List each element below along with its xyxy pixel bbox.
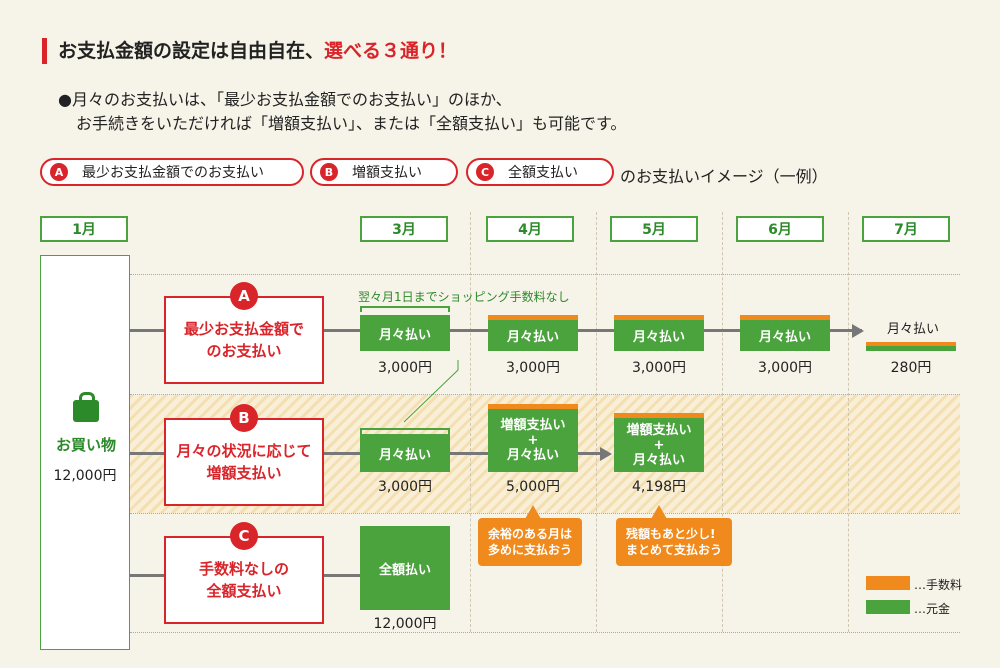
chip-b-badge: B — [320, 163, 338, 181]
title-highlight: 選べる３通り！ — [324, 40, 458, 62]
payment-amount: 5,000円 — [505, 479, 561, 495]
increase-label: 増額支払い — [500, 418, 566, 433]
legend-label-fee: …手数料 — [914, 578, 963, 592]
month-header: 7月 — [862, 216, 950, 242]
column-divider — [596, 212, 597, 632]
payment-amount: 4,198円 — [631, 479, 687, 495]
callout-tail — [525, 505, 541, 519]
payment-amount: 3,000円 — [377, 360, 433, 376]
month-header: 1月 — [40, 216, 128, 242]
option-c-line2: 全額支払い — [206, 582, 282, 600]
callout-bubble: 残額もあと少し! まとめて支払おう — [616, 518, 733, 566]
fee-free-link-line — [403, 360, 459, 423]
payment-amount: 12,000円 — [373, 616, 437, 632]
option-a-badge: A — [230, 282, 258, 310]
chip-c: C 全額支払い — [466, 158, 614, 186]
payment-block: 月々払い — [360, 434, 450, 472]
payment-block-increase: 増額支払い + 月々払い — [488, 404, 578, 472]
monthly-label: 月々払い — [506, 448, 559, 463]
arrow-right-icon — [852, 324, 864, 338]
title-main: お支払金額の設定は自由自在、 — [58, 40, 325, 62]
connector-line — [130, 329, 166, 332]
payment-block: 月々払い — [614, 315, 704, 351]
option-a-line2: のお支払い — [206, 342, 282, 360]
legend-label-principal: …元金 — [914, 602, 951, 616]
month-header: 4月 — [486, 216, 574, 242]
connector-line — [322, 452, 602, 455]
plus-sign: + — [527, 433, 539, 448]
shopping-bag-icon — [73, 392, 99, 422]
payment-block: 月々払い — [360, 315, 450, 351]
payment-block-full: 全額払い — [360, 526, 450, 610]
row-divider — [130, 274, 960, 275]
payment-block-increase: 増額支払い + 月々払い — [614, 413, 704, 472]
callout-tail — [651, 505, 667, 519]
purchase-amount: 12,000円 — [53, 468, 117, 484]
purchase-label: お買い物 — [55, 436, 116, 454]
row-divider — [130, 632, 960, 633]
title-accent-bar — [42, 38, 47, 64]
payment-amount: 3,000円 — [505, 360, 561, 376]
chip-a-badge: A — [50, 163, 68, 181]
month-header: 5月 — [610, 216, 698, 242]
chip-a: A 最少お支払金額でのお支払い — [40, 158, 304, 186]
purchase-box — [40, 255, 130, 650]
intro-line-2: お手続きをいただければ「増額支払い」、または「全額支払い」も可能です。 — [76, 114, 627, 133]
option-c-line1: 手数料なしの — [198, 560, 289, 578]
fee-free-bracket — [360, 306, 450, 312]
option-a-line1: 最少お支払金額で — [183, 320, 304, 338]
callout-line: 残額もあと少し! — [626, 527, 716, 541]
payment-amount: 3,000円 — [631, 360, 687, 376]
chip-b: B 増額支払い — [310, 158, 458, 186]
option-b-line2: 増額支払い — [206, 464, 282, 482]
row-divider — [130, 394, 960, 395]
fee-free-bracket — [360, 428, 450, 434]
row-divider — [130, 513, 960, 514]
connector-line — [130, 574, 166, 577]
payment-label-small: 月々払い — [886, 322, 939, 337]
column-divider — [722, 212, 723, 632]
chip-suffix-text: のお支払いイメージ（一例） — [620, 167, 828, 186]
payment-block: 月々払い — [740, 315, 830, 351]
page-title: お支払金額の設定は自由自在、選べる３通り！ — [58, 36, 457, 63]
option-b-line1: 月々の状況に応じて — [176, 442, 312, 460]
payment-amount: 3,000円 — [757, 360, 813, 376]
callout-line: 余裕のある月は — [488, 527, 573, 541]
callout-line: まとめて支払おう — [626, 543, 723, 557]
intro-text: ●月々のお支払いは、「最少お支払金額でのお支払い」のほか、 お手続きをいただけれ… — [58, 88, 626, 136]
callout-bubble: 余裕のある月は多めに支払おう — [478, 518, 583, 566]
legend-swatch-principal — [866, 600, 910, 614]
option-c-box: 手数料なしの全額支払い — [164, 536, 324, 624]
connector-line — [322, 574, 362, 577]
monthly-label: 月々払い — [632, 452, 685, 468]
legend-swatch-fee — [866, 576, 910, 590]
chip-c-badge: C — [476, 163, 494, 181]
month-header: 6月 — [736, 216, 824, 242]
payment-amount: 3,000円 — [377, 479, 433, 495]
column-divider — [848, 212, 849, 632]
chip-b-label: 増額支払い — [352, 165, 422, 181]
connector-line — [322, 329, 862, 332]
fee-free-note: 翌々月1日までショッピング手数料なし — [358, 290, 570, 304]
option-b-box: 月々の状況に応じて増額支払い — [164, 418, 324, 506]
arrow-right-icon — [600, 447, 612, 461]
increase-label: 増額支払い — [626, 422, 692, 438]
connector-line — [130, 452, 166, 455]
column-divider — [470, 212, 471, 632]
chip-a-label: 最少お支払金額でのお支払い — [82, 165, 264, 181]
plus-sign: + — [653, 437, 665, 453]
option-c-badge: C — [230, 522, 258, 550]
month-header: 3月 — [360, 216, 448, 242]
intro-line-1: ●月々のお支払いは、「最少お支払金額でのお支払い」のほか、 — [58, 90, 512, 109]
callout-line: 多めに支払おう — [488, 543, 573, 557]
payment-amount: 280円 — [890, 360, 932, 376]
payment-block-small — [866, 342, 956, 351]
chip-c-label: 全額支払い — [508, 165, 578, 181]
option-b-badge: B — [230, 404, 258, 432]
payment-block: 月々払い — [488, 315, 578, 351]
